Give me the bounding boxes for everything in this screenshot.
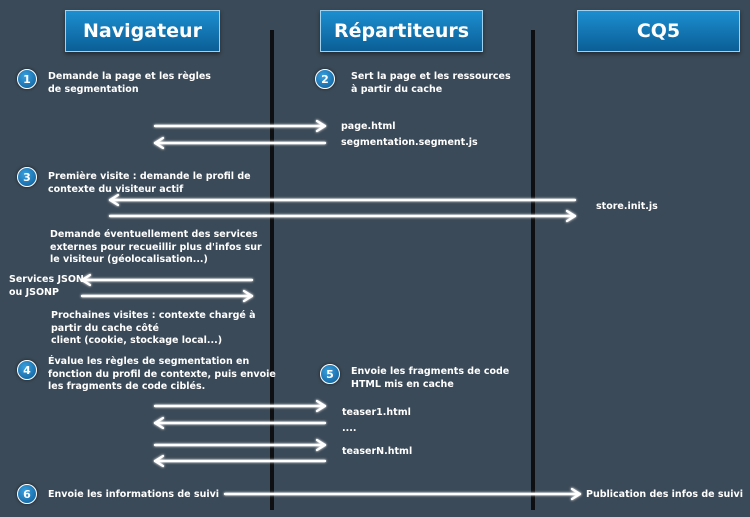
step-2-line-2: à partir du cache — [351, 83, 443, 95]
step-3-line-1: Première visite : demande le profil de — [48, 171, 251, 182]
dispatchers-lifeline — [531, 30, 535, 510]
tracking-label: Publication des infos de suivi — [586, 489, 743, 500]
step-badge-4: 4 — [17, 360, 37, 380]
services-json-line-1: Services JSON — [9, 274, 84, 285]
step-1-line-1: Demande la page et les règles — [48, 71, 211, 82]
step-4-line-1: Évalue les règles de segmentation en — [48, 356, 250, 367]
arrow-services-response — [80, 289, 254, 303]
arrow-segment-js — [153, 136, 327, 150]
cq5-header: CQ5 — [577, 10, 740, 52]
step-badge-6: 6 — [17, 484, 37, 504]
ellipsis-label: .... — [342, 423, 357, 434]
later-visits-line-2: partir du cache côté — [51, 322, 159, 334]
step-badge-1: 1 — [17, 69, 37, 89]
step-2-text: Sert la page et les ressources à partir … — [351, 71, 511, 96]
segment-js-label: segmentation.segment.js — [341, 137, 478, 148]
step-badge-2: 2 — [315, 69, 335, 89]
step-4-line-3: les fragments de code ciblés. — [48, 381, 206, 392]
external-services-line-3: le visiteur (géolocalisation...) — [50, 254, 208, 265]
services-json-line-2: ou JSONP — [9, 286, 59, 298]
arrow-teaserN-request — [153, 438, 327, 452]
store-init-label: store.init.js — [596, 201, 658, 212]
arrow-store-init-response — [108, 209, 577, 223]
page-html-label: page.html — [341, 121, 396, 132]
step-5-line-2: HTML mis en cache — [351, 378, 454, 390]
external-services-note: Demande éventuellement des services exte… — [50, 229, 262, 267]
step-6-text: Envoie les informations de suivi — [48, 489, 219, 502]
step-5-text: Envoie les fragments de code HTML mis en… — [351, 366, 509, 391]
arrow-page-html — [153, 119, 327, 133]
step-5-line-1: Envoie les fragments de code — [351, 366, 510, 377]
later-visits-note: Prochaines visites : contexte chargé à p… — [51, 310, 256, 348]
step-2-line-1: Sert la page et les ressources — [351, 71, 511, 82]
services-json-label: Services JSON ou JSONP — [9, 274, 84, 299]
arrow-tracking — [223, 487, 582, 501]
later-visits-line-3: client (cookie, stockage local...) — [51, 335, 223, 346]
step-1-line-2: de segmentation — [48, 83, 139, 95]
teaser1-label: teaser1.html — [342, 407, 411, 418]
external-services-line-1: Demande éventuellement des services — [50, 229, 258, 240]
step-4-text: Évalue les règles de segmentation en fon… — [48, 356, 276, 394]
step-4-line-2: fonction du profil de contexte, puis env… — [48, 368, 276, 380]
teaserN-label: teaserN.html — [342, 446, 413, 457]
step-badge-3: 3 — [17, 167, 37, 187]
dispatchers-header: Répartiteurs — [320, 10, 483, 52]
arrow-teaserN-response — [153, 454, 327, 468]
later-visits-line-1: Prochaines visites : contexte chargé à — [51, 310, 256, 321]
external-services-line-2: externes pour recueillir plus d'infos su… — [50, 241, 262, 253]
arrow-services-request — [80, 273, 254, 287]
step-badge-5: 5 — [320, 364, 340, 384]
step-3-line-2: contexte du visiteur actif — [48, 183, 184, 195]
arrow-teaser1-request — [153, 399, 327, 413]
browser-header: Navigateur — [65, 10, 220, 52]
step-1-text: Demande la page et les règles de segment… — [48, 71, 211, 96]
step-6-line-1: Envoie les informations de suivi — [48, 489, 220, 500]
arrow-teaser1-response — [153, 416, 327, 430]
browser-lifeline — [270, 30, 274, 510]
arrow-store-init-request — [108, 193, 577, 207]
step-3-text: Première visite : demande le profil de c… — [48, 171, 251, 196]
